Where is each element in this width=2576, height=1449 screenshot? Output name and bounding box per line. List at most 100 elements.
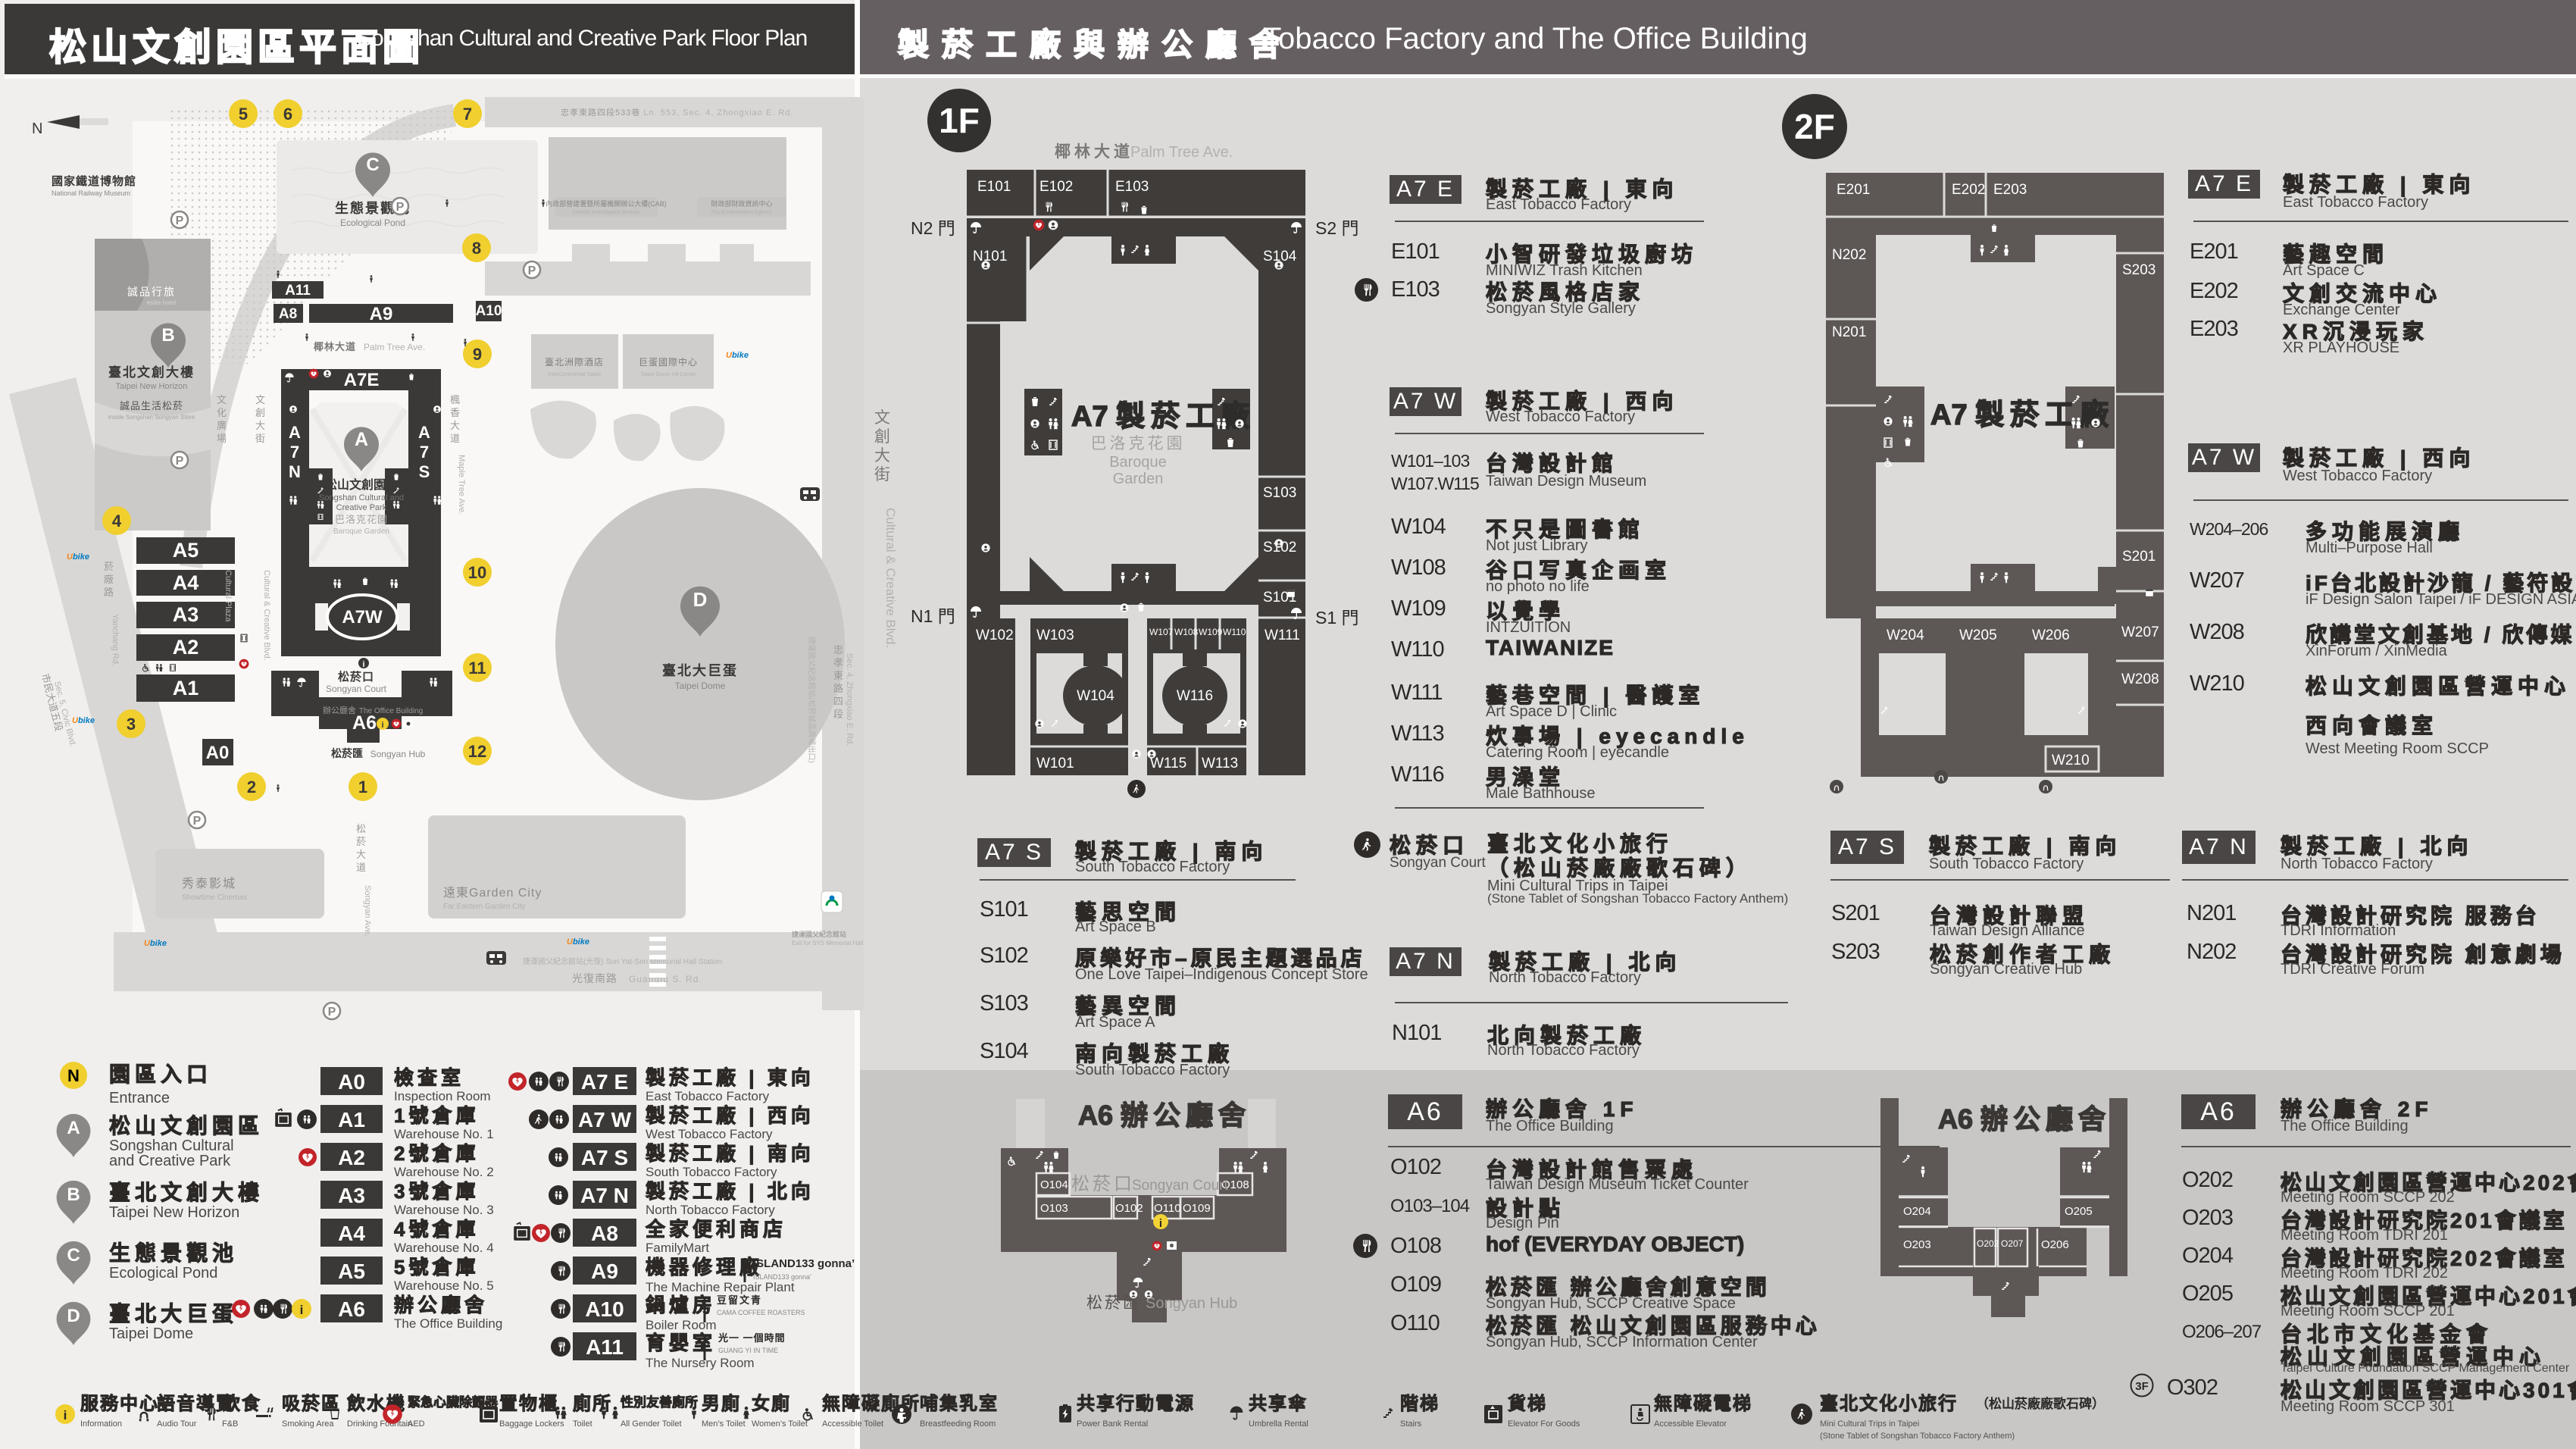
svg-text:Songshan Cultural: Songshan Cultural xyxy=(109,1138,234,1154)
svg-text:全家便利商店: 全家便利商店 xyxy=(645,1218,786,1241)
svg-text:W103: W103 xyxy=(1036,627,1074,643)
svg-text:A8: A8 xyxy=(591,1222,618,1245)
svg-text:FamilyMart: FamilyMart xyxy=(646,1241,709,1255)
svg-text:Elevator For Goods: Elevator For Goods xyxy=(1508,1419,1580,1429)
svg-text:W206: W206 xyxy=(2032,627,2070,643)
svg-text:W113: W113 xyxy=(1202,756,1238,771)
svg-text:臺北大巨蛋: 臺北大巨蛋 xyxy=(109,1302,238,1325)
svg-text:A11: A11 xyxy=(586,1335,624,1359)
svg-text:National Railway Museum: National Railway Museum xyxy=(52,189,130,197)
svg-text:E103: E103 xyxy=(1115,179,1149,195)
svg-text:N201: N201 xyxy=(1832,324,1866,340)
svg-text:S104: S104 xyxy=(1263,249,1297,264)
svg-text:松菸匯: 松菸匯 xyxy=(331,747,363,759)
svg-text:2號倉庫: 2號倉庫 xyxy=(394,1142,479,1165)
svg-text:eslite hotel: eslite hotel xyxy=(147,299,176,306)
svg-text:Songyan Hub: Songyan Hub xyxy=(370,749,426,759)
svg-text:A1: A1 xyxy=(338,1108,365,1131)
svg-text:共享行動電源: 共享行動電源 xyxy=(1077,1393,1195,1414)
svg-text:A0: A0 xyxy=(206,743,230,763)
svg-text:Exit for SYS Memorial Hall Sta: Exit for SYS Memorial Hall Station xyxy=(792,940,864,947)
svg-text:O207: O207 xyxy=(2001,1238,2024,1249)
svg-text:臺北文創大樓: 臺北文創大樓 xyxy=(109,1180,264,1204)
svg-text:O108: O108 xyxy=(1221,1178,1249,1191)
svg-text:ISLAND133 gonna’: ISLAND133 gonna’ xyxy=(753,1257,855,1270)
svg-text:Cultural & Creative Blvd.: Cultural & Creative Blvd. xyxy=(262,570,271,661)
svg-text:Ubike: Ubike xyxy=(726,351,749,360)
svg-text:Ubike: Ubike xyxy=(144,939,167,948)
svg-text:N101: N101 xyxy=(973,249,1007,264)
svg-text:A: A xyxy=(67,1118,80,1138)
svg-text:製菸工廠 | 東向: 製菸工廠 | 東向 xyxy=(646,1066,814,1089)
svg-text:A5: A5 xyxy=(173,539,199,562)
svg-text:豆留文青: 豆留文青 xyxy=(717,1294,762,1306)
svg-text:8: 8 xyxy=(472,239,481,258)
svg-text:Inspection Room: Inspection Room xyxy=(394,1089,491,1103)
svg-text:A7 E: A7 E xyxy=(581,1070,628,1094)
svg-text:Sec. 4, Zhongxiao E. Rd.: Sec. 4, Zhongxiao E. Rd. xyxy=(845,653,854,746)
svg-text:機器修理廠: 機器修理廠 xyxy=(646,1256,763,1278)
svg-text:A6 辦公廳舍: A6 辦公廳舍 xyxy=(1078,1100,1251,1131)
svg-text:AED: AED xyxy=(408,1419,425,1429)
svg-text:捷運國父紀念館站(松菸誠品商場出口): 捷運國父紀念館站(松菸誠品商場出口) xyxy=(807,637,817,763)
svg-text:光一 一個時間: 光一 一個時間 xyxy=(717,1332,786,1344)
svg-text:The Machine Repair Plant: The Machine Repair Plant xyxy=(646,1280,795,1294)
svg-text:i: i xyxy=(1159,1217,1162,1230)
svg-text:廁所: 廁所 xyxy=(573,1393,612,1414)
svg-text:Baroque: Baroque xyxy=(1109,454,1167,471)
svg-text:O110: O110 xyxy=(1154,1202,1181,1215)
svg-text:S203: S203 xyxy=(2122,262,2156,278)
svg-text:Songyan Hub: Songyan Hub xyxy=(1146,1295,1237,1312)
svg-text:The Office Building: The Office Building xyxy=(359,707,423,715)
svg-text:Cultural & Creative Blvd.: Cultural & Creative Blvd. xyxy=(883,508,898,648)
svg-text:A8: A8 xyxy=(279,306,297,322)
svg-text:臺北文化小旅行: 臺北文化小旅行 xyxy=(1820,1393,1958,1414)
svg-text:製菸工廠 | 南向: 製菸工廠 | 南向 xyxy=(646,1142,814,1165)
svg-text:W107: W107 xyxy=(1149,627,1174,637)
svg-text:巨蛋國際中心: 巨蛋國際中心 xyxy=(639,356,698,368)
svg-text:辦公廳舍: 辦公廳舍 xyxy=(323,705,356,715)
svg-text:A0: A0 xyxy=(338,1070,365,1094)
svg-text:Ubike: Ubike xyxy=(72,716,95,725)
svg-text:臺北洲際酒店: 臺北洲際酒店 xyxy=(545,356,604,368)
svg-text:Warehouse No. 1: Warehouse No. 1 xyxy=(394,1127,494,1141)
svg-text:A7 製菸工廠: A7 製菸工廠 xyxy=(1071,400,1255,433)
svg-text:無障礙電梯: 無障礙電梯 xyxy=(1654,1393,1752,1414)
svg-text:園區入口: 園區入口 xyxy=(109,1062,212,1086)
svg-text:7: 7 xyxy=(463,105,472,124)
svg-text:N2 門: N2 門 xyxy=(911,218,955,238)
svg-text:W101: W101 xyxy=(1036,756,1074,771)
svg-text:S103: S103 xyxy=(1263,485,1296,501)
svg-text:Smoking Area: Smoking Area xyxy=(282,1419,334,1429)
svg-text:West Tobacco Factory: West Tobacco Factory xyxy=(646,1127,773,1141)
svg-text:O104: O104 xyxy=(1040,1178,1068,1191)
svg-text:9: 9 xyxy=(473,345,482,364)
svg-text:Warehouse No. 4: Warehouse No. 4 xyxy=(394,1241,494,1255)
svg-text:W111: W111 xyxy=(1265,627,1300,643)
svg-text:CAMA COFFEE ROASTERS: CAMA COFFEE ROASTERS xyxy=(717,1309,805,1316)
svg-text:光復南路: 光復南路 xyxy=(572,972,617,984)
svg-text:C: C xyxy=(366,155,379,175)
svg-text:Warehouse No. 5: Warehouse No. 5 xyxy=(394,1278,494,1293)
svg-text:A3: A3 xyxy=(173,603,199,626)
svg-text:inside Songshan Songyan Store: inside Songshan Songyan Store xyxy=(108,414,195,421)
svg-text:Fiscal Information Agency: Fiscal Information Agency xyxy=(711,210,773,215)
svg-text:A1: A1 xyxy=(173,677,199,699)
svg-text:and Creative Park: and Creative Park xyxy=(109,1153,231,1169)
svg-text:生態景觀池: 生態景觀池 xyxy=(335,200,411,216)
svg-text:Toilet: Toilet xyxy=(573,1419,592,1429)
svg-text:誠品生活松菸: 誠品生活松菸 xyxy=(120,400,183,412)
svg-text:A7N: A7N xyxy=(289,423,301,481)
svg-text:國家鐵道博物館: 國家鐵道博物館 xyxy=(52,174,136,188)
svg-text:W110: W110 xyxy=(1223,627,1246,637)
svg-text:Warehouse No. 3: Warehouse No. 3 xyxy=(394,1203,494,1217)
svg-text:松菸口: 松菸口 xyxy=(1071,1174,1135,1194)
svg-text:Taipei Dome: Taipei Dome xyxy=(109,1325,193,1342)
svg-text:O109: O109 xyxy=(1183,1202,1211,1215)
svg-text:哺集乳室: 哺集乳室 xyxy=(920,1393,999,1414)
svg-text:A10: A10 xyxy=(476,303,502,319)
svg-text:i: i xyxy=(300,1303,304,1317)
svg-text:S2 門: S2 門 xyxy=(1315,218,1359,238)
svg-text:Baggage Lockers: Baggage Lockers xyxy=(499,1419,564,1429)
svg-text:ISLAND133 gonna’: ISLAND133 gonna’ xyxy=(753,1273,811,1281)
